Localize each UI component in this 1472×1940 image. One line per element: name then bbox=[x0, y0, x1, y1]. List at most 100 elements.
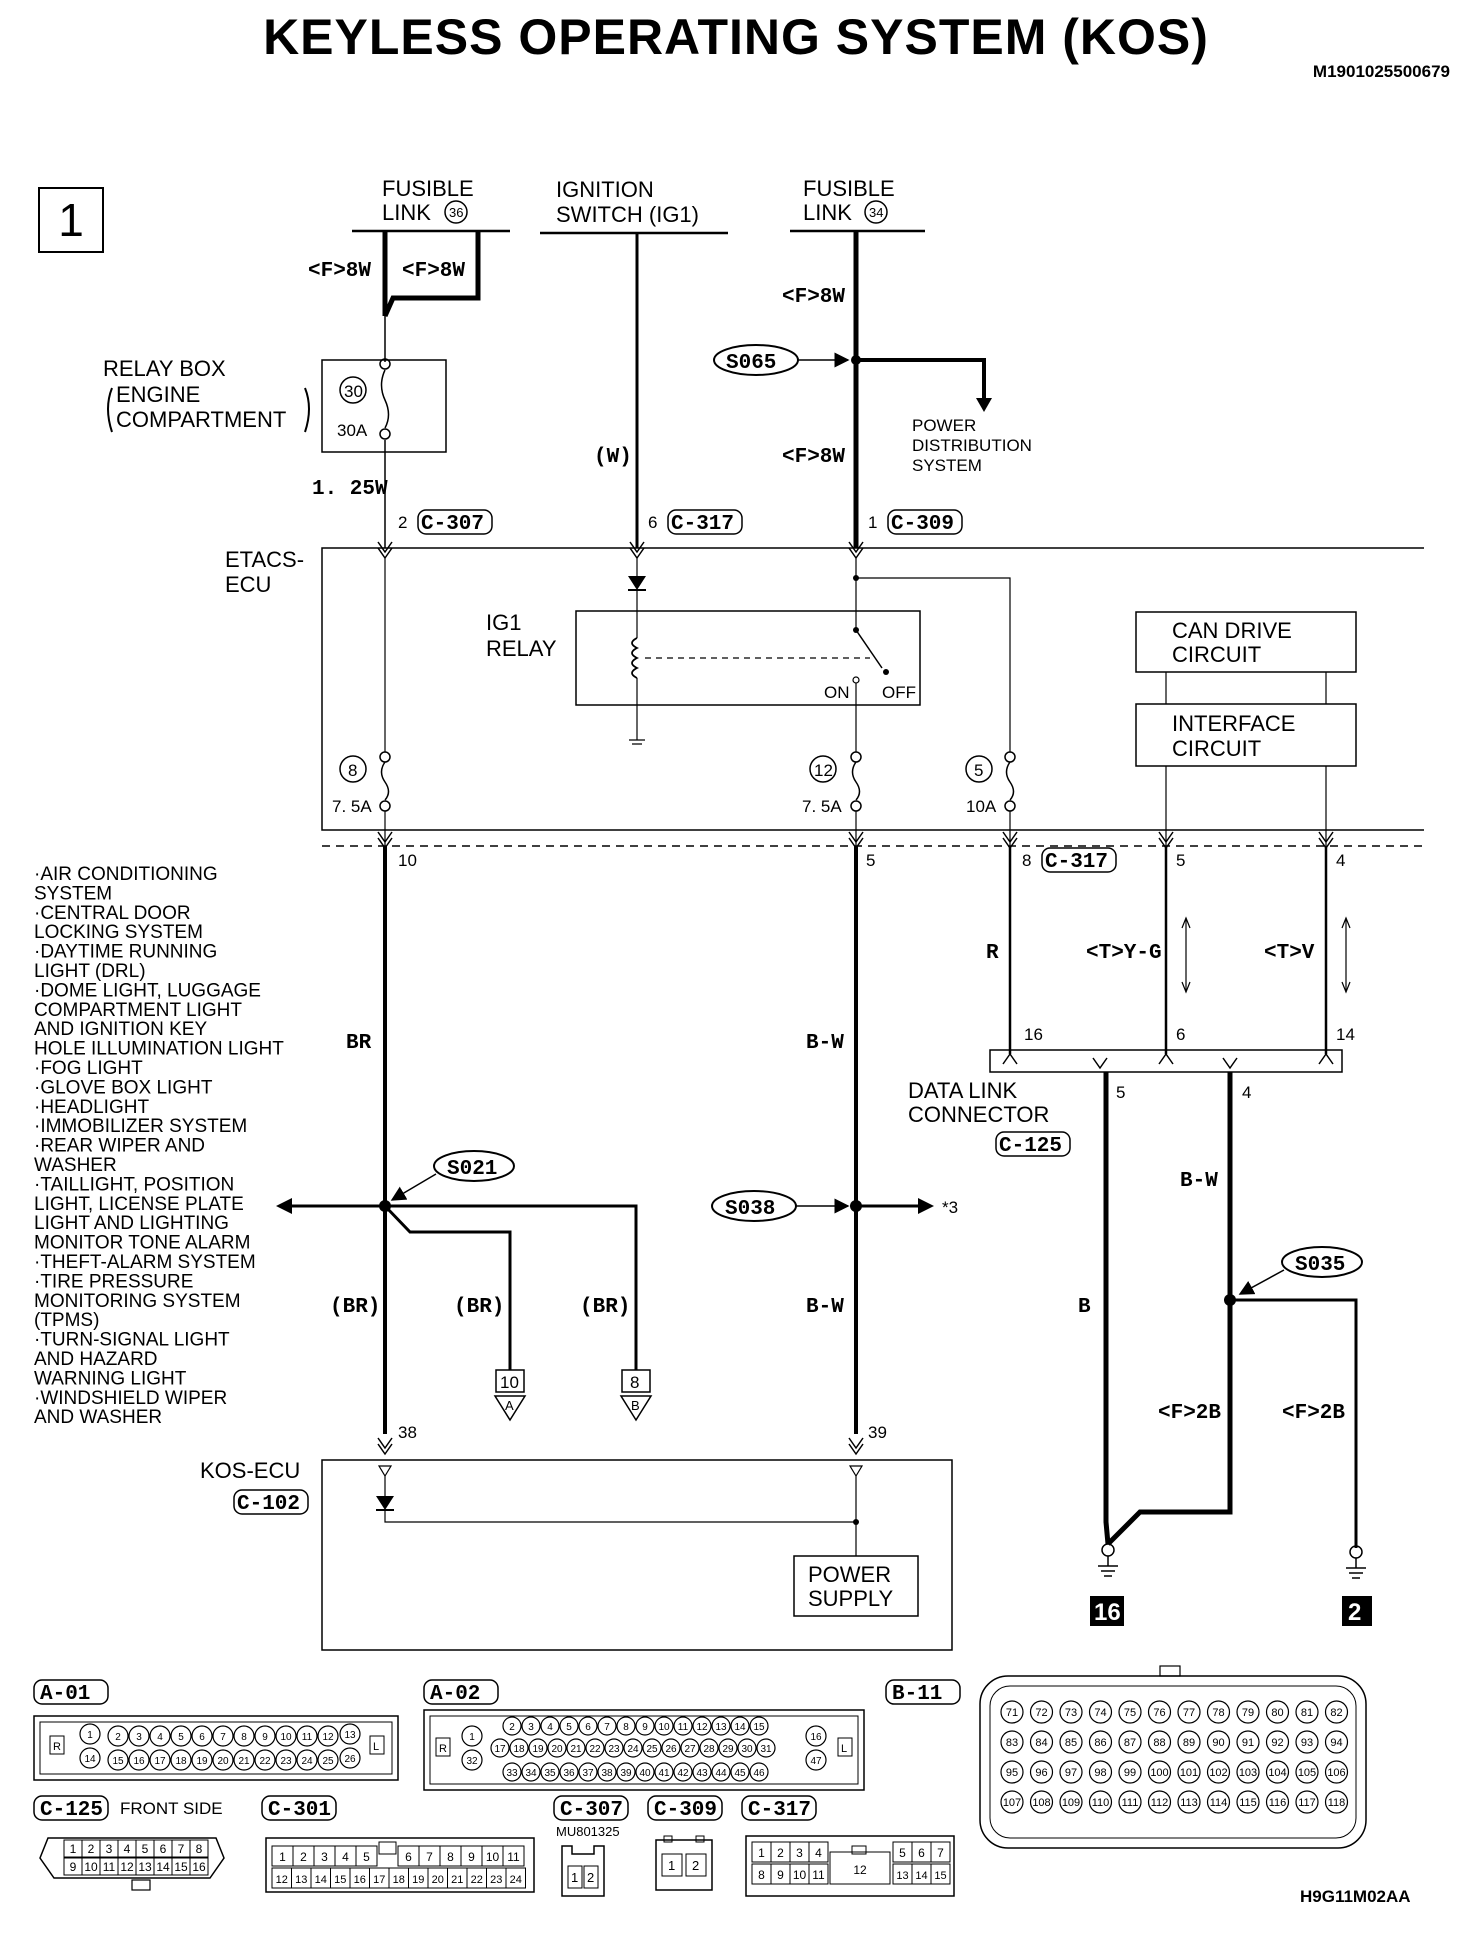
svg-text:32: 32 bbox=[466, 1756, 478, 1767]
svg-text:CONNECTOR: CONNECTOR bbox=[908, 1102, 1049, 1127]
svg-text:115: 115 bbox=[1239, 1797, 1257, 1809]
svg-text:12: 12 bbox=[120, 1860, 134, 1874]
svg-text:SWITCH (IG1): SWITCH (IG1) bbox=[556, 202, 699, 227]
svg-text:22: 22 bbox=[259, 1756, 271, 1767]
system-list-item: AND IGNITION KEY bbox=[34, 1019, 207, 1040]
svg-text:B: B bbox=[1078, 1296, 1091, 1319]
svg-text:B-11: B-11 bbox=[892, 1683, 942, 1706]
svg-text:11: 11 bbox=[302, 1732, 313, 1743]
svg-text:6: 6 bbox=[585, 1722, 591, 1733]
svg-text:B: B bbox=[631, 1398, 640, 1413]
splice-s038: S038 bbox=[711, 1190, 850, 1222]
svg-text:15: 15 bbox=[753, 1722, 765, 1733]
svg-text:10: 10 bbox=[84, 1860, 98, 1874]
svg-text:7: 7 bbox=[937, 1846, 944, 1860]
svg-text:16: 16 bbox=[1024, 1025, 1043, 1044]
svg-text:5: 5 bbox=[142, 1842, 149, 1856]
system-list-item: SYSTEM bbox=[34, 883, 112, 904]
svg-text:13: 13 bbox=[138, 1860, 152, 1874]
svg-text:C-301: C-301 bbox=[268, 1799, 331, 1822]
svg-text:2: 2 bbox=[300, 1850, 307, 1864]
svg-text:3: 3 bbox=[321, 1850, 328, 1864]
ignition-switch: IGNITION SWITCH (IG1) bbox=[540, 177, 728, 235]
svg-text:14: 14 bbox=[1336, 1025, 1355, 1044]
svg-text:(W): (W) bbox=[594, 446, 632, 469]
svg-text:10: 10 bbox=[500, 1373, 519, 1392]
svg-text:23: 23 bbox=[280, 1756, 292, 1767]
svg-text:15: 15 bbox=[934, 1870, 946, 1882]
svg-text:11: 11 bbox=[812, 1868, 825, 1882]
svg-text:15: 15 bbox=[174, 1860, 188, 1874]
system-list-item: ·TIRE PRESSURE bbox=[34, 1271, 193, 1292]
svg-text:C-309: C-309 bbox=[891, 513, 954, 536]
svg-text:116: 116 bbox=[1269, 1797, 1287, 1809]
svg-text:3: 3 bbox=[796, 1846, 803, 1860]
svg-text:14: 14 bbox=[734, 1722, 746, 1733]
svg-text:113: 113 bbox=[1180, 1797, 1198, 1809]
svg-text:3: 3 bbox=[106, 1842, 113, 1856]
svg-text:<T>V: <T>V bbox=[1264, 942, 1315, 965]
svg-text:30: 30 bbox=[741, 1744, 753, 1755]
svg-text:4: 4 bbox=[815, 1846, 822, 1860]
svg-text:4: 4 bbox=[157, 1732, 163, 1743]
svg-text:26: 26 bbox=[344, 1754, 356, 1765]
svg-text:C-317: C-317 bbox=[671, 513, 734, 536]
svg-text:COMPARTMENT: COMPARTMENT bbox=[116, 407, 286, 432]
svg-text:5: 5 bbox=[1116, 1083, 1125, 1102]
svg-text:18: 18 bbox=[393, 1874, 405, 1886]
svg-text:A-01: A-01 bbox=[40, 1683, 90, 1706]
svg-text:1. 25W: 1. 25W bbox=[312, 478, 388, 501]
svg-text:1: 1 bbox=[868, 513, 877, 532]
footer-code: H9G11M02AA bbox=[1300, 1887, 1411, 1906]
svg-text:8: 8 bbox=[1022, 851, 1031, 870]
svg-text:71: 71 bbox=[1006, 1707, 1018, 1719]
svg-text:IGNITION: IGNITION bbox=[556, 177, 654, 202]
connector-c307: C-307 MU801325 1 2 bbox=[553, 1795, 629, 1897]
svg-text:25: 25 bbox=[646, 1744, 658, 1755]
svg-text:35: 35 bbox=[544, 1768, 556, 1779]
svg-text:16: 16 bbox=[810, 1732, 822, 1743]
wire-ignition: (W) bbox=[594, 233, 639, 548]
svg-text:104: 104 bbox=[1268, 1767, 1286, 1779]
svg-text:C-309: C-309 bbox=[654, 1799, 717, 1822]
svg-text:16: 16 bbox=[133, 1756, 145, 1767]
svg-text:6: 6 bbox=[405, 1850, 412, 1864]
svg-text:B-W: B-W bbox=[806, 1032, 844, 1055]
svg-text:4: 4 bbox=[1242, 1083, 1251, 1102]
svg-text:2: 2 bbox=[692, 1858, 699, 1873]
svg-text:39: 39 bbox=[868, 1423, 887, 1442]
svg-text:RELAY: RELAY bbox=[486, 636, 557, 661]
svg-text:44: 44 bbox=[715, 1768, 727, 1779]
svg-text:1: 1 bbox=[279, 1850, 286, 1864]
svg-text:76: 76 bbox=[1153, 1707, 1165, 1719]
svg-text:37: 37 bbox=[582, 1768, 594, 1779]
svg-text:14: 14 bbox=[915, 1870, 927, 1882]
svg-text:SUPPLY: SUPPLY bbox=[808, 1586, 894, 1611]
svg-text:LINK: LINK bbox=[803, 200, 852, 225]
svg-text:83: 83 bbox=[1006, 1737, 1018, 1749]
system-list-item: WASHER bbox=[34, 1155, 117, 1176]
svg-text:11: 11 bbox=[678, 1722, 689, 1733]
svg-text:S038: S038 bbox=[725, 1198, 775, 1221]
svg-text:41: 41 bbox=[658, 1768, 670, 1779]
svg-text:80: 80 bbox=[1271, 1707, 1283, 1719]
svg-text:ENGINE: ENGINE bbox=[116, 382, 200, 407]
svg-text:16: 16 bbox=[354, 1874, 366, 1886]
system-list-item: AND WASHER bbox=[34, 1407, 162, 1428]
svg-text:38: 38 bbox=[601, 1768, 613, 1779]
svg-text:8: 8 bbox=[241, 1732, 247, 1743]
svg-text:118: 118 bbox=[1328, 1797, 1346, 1809]
svg-text:31: 31 bbox=[760, 1744, 772, 1755]
system-list-item: LOCKING SYSTEM bbox=[34, 922, 203, 943]
svg-text:2: 2 bbox=[777, 1846, 784, 1860]
system-list-item: LIGHT AND LIGHTING bbox=[34, 1213, 229, 1234]
svg-text:24: 24 bbox=[627, 1744, 639, 1755]
svg-text:85: 85 bbox=[1065, 1737, 1077, 1749]
svg-text:26: 26 bbox=[665, 1744, 677, 1755]
svg-text:MU801325: MU801325 bbox=[556, 1824, 620, 1839]
svg-text:23: 23 bbox=[608, 1744, 620, 1755]
svg-text:45: 45 bbox=[734, 1768, 746, 1779]
svg-text:42: 42 bbox=[677, 1768, 689, 1779]
svg-text:12: 12 bbox=[853, 1863, 867, 1877]
